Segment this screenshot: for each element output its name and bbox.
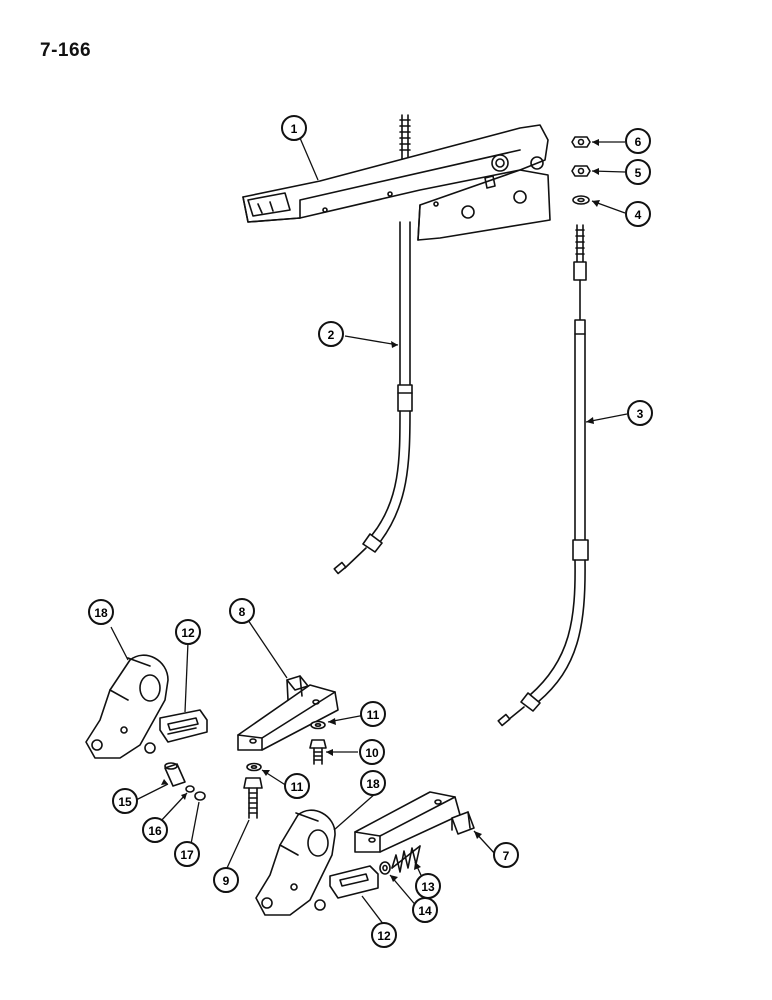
callout-17: 17 [174,841,200,867]
svg-text:15: 15 [118,795,132,809]
callout-5: 5 [625,159,651,185]
svg-text:6: 6 [635,135,642,149]
callout-16: 16 [142,817,168,843]
svg-text:14: 14 [418,904,432,918]
svg-text:12: 12 [377,929,391,943]
washer-4 [572,195,590,205]
svg-text:17: 17 [180,848,194,862]
svg-text:9: 9 [223,874,230,888]
svg-text:13: 13 [421,880,435,894]
brake-lever [242,114,551,241]
callout-3: 3 [627,400,653,426]
svg-text:7: 7 [503,849,510,863]
callout-4: 4 [625,201,651,227]
svg-text:12: 12 [181,626,195,640]
clip-17 [194,791,206,801]
pad-12-lower [329,865,379,899]
washer-16 [185,785,195,793]
caliper-lever-18-upper [85,654,169,759]
svg-text:5: 5 [635,166,642,180]
callout-15: 15 [112,788,138,814]
svg-text:18: 18 [94,606,108,620]
callout-18-upper: 18 [88,599,114,625]
callout-8: 8 [229,598,255,624]
svg-text:1: 1 [291,122,298,136]
callout-11-lower: 11 [284,773,310,799]
callout-18-lower: 18 [360,770,386,796]
pin-15 [164,762,186,787]
bolt-9 [243,777,263,819]
bolt-10 [309,739,327,765]
leader-lines [110,137,628,926]
svg-text:4: 4 [635,208,642,222]
callout-9: 9 [213,867,239,893]
bracket-7 [354,791,475,853]
svg-text:10: 10 [365,746,379,760]
cable-3 [497,224,589,727]
leader-arrows [161,139,600,882]
callout-11-upper: 11 [360,701,386,727]
nut-6 [571,136,591,148]
callout-7: 7 [493,842,519,868]
nut-5 [571,165,591,177]
washer-14 [379,861,391,875]
bracket-8 [237,675,339,751]
cable-2 [333,221,413,575]
svg-text:11: 11 [291,780,304,794]
svg-text:8: 8 [239,605,246,619]
svg-text:11: 11 [367,708,380,722]
svg-text:2: 2 [328,328,335,342]
callout-2: 2 [318,321,344,347]
page-number: 7-166 [40,40,92,61]
callout-12-lower: 12 [371,922,397,948]
washer-11-upper [310,720,326,730]
caliper-lever-18-lower [255,809,336,916]
pad-12-upper [159,709,208,743]
svg-text:16: 16 [148,824,162,838]
callout-12-upper: 12 [175,619,201,645]
callout-14: 14 [412,897,438,923]
callout-10: 10 [359,739,385,765]
svg-text:18: 18 [366,777,380,791]
washer-11-lower [246,762,262,772]
svg-text:3: 3 [637,407,644,421]
callout-6: 6 [625,128,651,154]
callout-13: 13 [415,873,441,899]
spring-13 [391,845,421,873]
callout-1: 1 [281,115,307,141]
